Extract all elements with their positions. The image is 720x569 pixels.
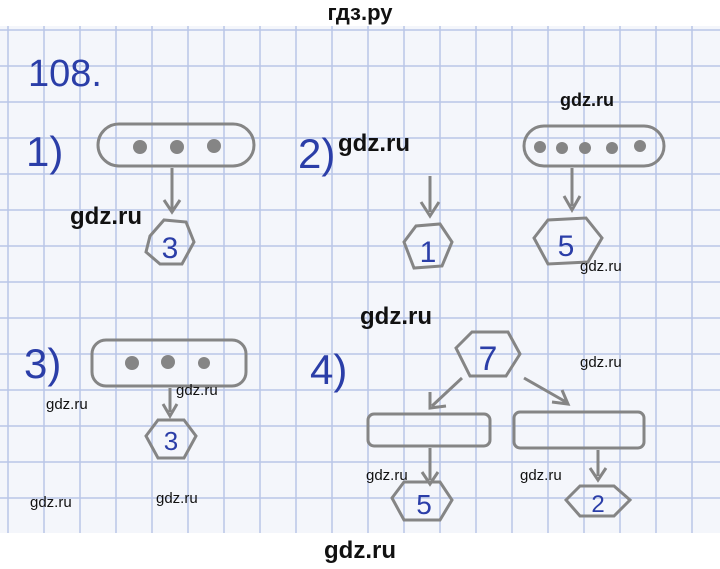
part-4-hexagon-left bbox=[390, 480, 454, 522]
part-2-label: 2) bbox=[298, 130, 335, 177]
watermark: gdz.ru bbox=[366, 467, 408, 484]
part-2-dot bbox=[606, 142, 618, 154]
watermark: gdz.ru bbox=[46, 396, 88, 413]
part-4-arrow-down-right bbox=[588, 450, 608, 483]
part-2-hexagon-left bbox=[402, 222, 454, 270]
part-1-hexagon bbox=[144, 218, 196, 266]
part-2-dot bbox=[534, 141, 546, 153]
watermark: gdz.ru bbox=[360, 303, 432, 330]
part-2-hexagon-right bbox=[532, 216, 604, 266]
part-1-arrow bbox=[162, 168, 182, 215]
part-3-hexagon bbox=[144, 418, 198, 460]
part-2-result-right: 5 bbox=[558, 230, 575, 263]
part-2-dot bbox=[556, 142, 568, 154]
part-4-arrow-left bbox=[428, 376, 464, 410]
part-2-dot bbox=[634, 140, 646, 152]
part-4-hexagon-right bbox=[563, 484, 633, 518]
task-number: 108. bbox=[28, 53, 102, 95]
watermark: gdz.ru bbox=[156, 490, 198, 507]
part-3-set bbox=[90, 338, 248, 388]
part-3-dot bbox=[161, 355, 175, 369]
part-1-label: 1) bbox=[26, 128, 63, 175]
part-4-set-right bbox=[512, 410, 646, 450]
watermark: gdz.ru bbox=[338, 130, 410, 157]
part-1-set bbox=[96, 122, 256, 168]
part-2-set bbox=[522, 124, 666, 168]
part-1-result: 3 bbox=[162, 232, 179, 265]
part-4-result-left: 5 bbox=[416, 489, 432, 520]
part-4-result-right: 2 bbox=[591, 491, 604, 518]
part-1-dot bbox=[133, 140, 147, 154]
watermark: gdz.ru bbox=[176, 382, 218, 399]
part-4-label: 4) bbox=[310, 346, 347, 393]
part-2-arrow-right bbox=[562, 168, 582, 214]
handwritten-solution: 108. 1) 3 2) 1 5 3) 3 4) bbox=[0, 26, 720, 533]
footer-watermark: gdz.ru bbox=[0, 533, 720, 569]
notebook-page: 108. 1) 3 2) 1 5 3) 3 4) bbox=[0, 26, 720, 533]
watermark: gdz.ru bbox=[520, 467, 562, 484]
watermark: gdz.ru bbox=[560, 90, 614, 110]
part-1-dot bbox=[207, 139, 221, 153]
part-3-result: 3 bbox=[164, 426, 178, 456]
part-3-dot bbox=[198, 357, 210, 369]
part-4-start: 7 bbox=[479, 340, 498, 378]
header-watermark: гдз.ру bbox=[0, 0, 720, 26]
part-4-arrow-down-left bbox=[420, 448, 440, 487]
watermark: gdz.ru bbox=[580, 354, 622, 371]
watermark: gdz.ru bbox=[70, 203, 142, 230]
part-4-hexagon-start bbox=[454, 330, 522, 378]
part-2-dot bbox=[579, 142, 591, 154]
watermark: gdz.ru bbox=[580, 258, 622, 275]
part-2-result-left: 1 bbox=[420, 236, 437, 269]
part-3-dot bbox=[125, 356, 139, 370]
watermark: gdz.ru bbox=[30, 494, 72, 511]
part-4-set-left bbox=[366, 412, 492, 448]
grid-lines bbox=[0, 26, 720, 533]
part-1-dot bbox=[170, 140, 184, 154]
part-2-arrow-left bbox=[419, 176, 441, 219]
part-4-arrow-right bbox=[523, 376, 571, 406]
part-3-label: 3) bbox=[24, 340, 61, 387]
part-3-arrow bbox=[161, 388, 179, 419]
